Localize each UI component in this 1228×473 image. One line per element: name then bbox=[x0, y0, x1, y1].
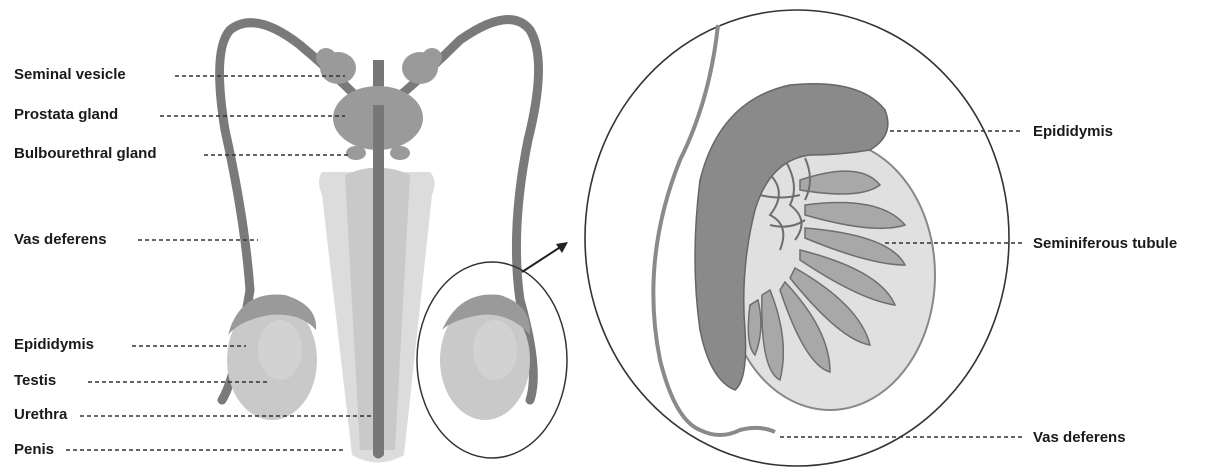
zoom-arrow bbox=[522, 242, 568, 272]
label-penis: Penis bbox=[14, 441, 54, 458]
label-prostata-gland: Prostata gland bbox=[14, 106, 118, 123]
label-epididymis: Epididymis bbox=[14, 336, 94, 353]
label-zoom-vas-deferens: Vas deferens bbox=[1033, 429, 1126, 446]
bulbourethral-left bbox=[346, 146, 366, 160]
label-seminiferous-tubule: Seminiferous tubule bbox=[1033, 235, 1177, 252]
label-testis: Testis bbox=[14, 372, 56, 389]
overview-anatomy bbox=[220, 20, 568, 463]
bulbourethral-right bbox=[390, 146, 410, 160]
label-seminal-vesicle: Seminal vesicle bbox=[14, 66, 126, 83]
testis-left bbox=[227, 295, 317, 421]
label-vas-deferens: Vas deferens bbox=[14, 231, 107, 248]
zoomed-testis bbox=[585, 10, 1009, 466]
label-urethra: Urethra bbox=[14, 406, 68, 423]
testis-right bbox=[440, 294, 530, 420]
label-bulbourethral-gland: Bulbourethral gland bbox=[14, 145, 157, 162]
left-label-group: Seminal vesicle Prostata gland Bulbouret… bbox=[14, 66, 372, 458]
label-zoom-epididymis: Epididymis bbox=[1033, 123, 1113, 140]
